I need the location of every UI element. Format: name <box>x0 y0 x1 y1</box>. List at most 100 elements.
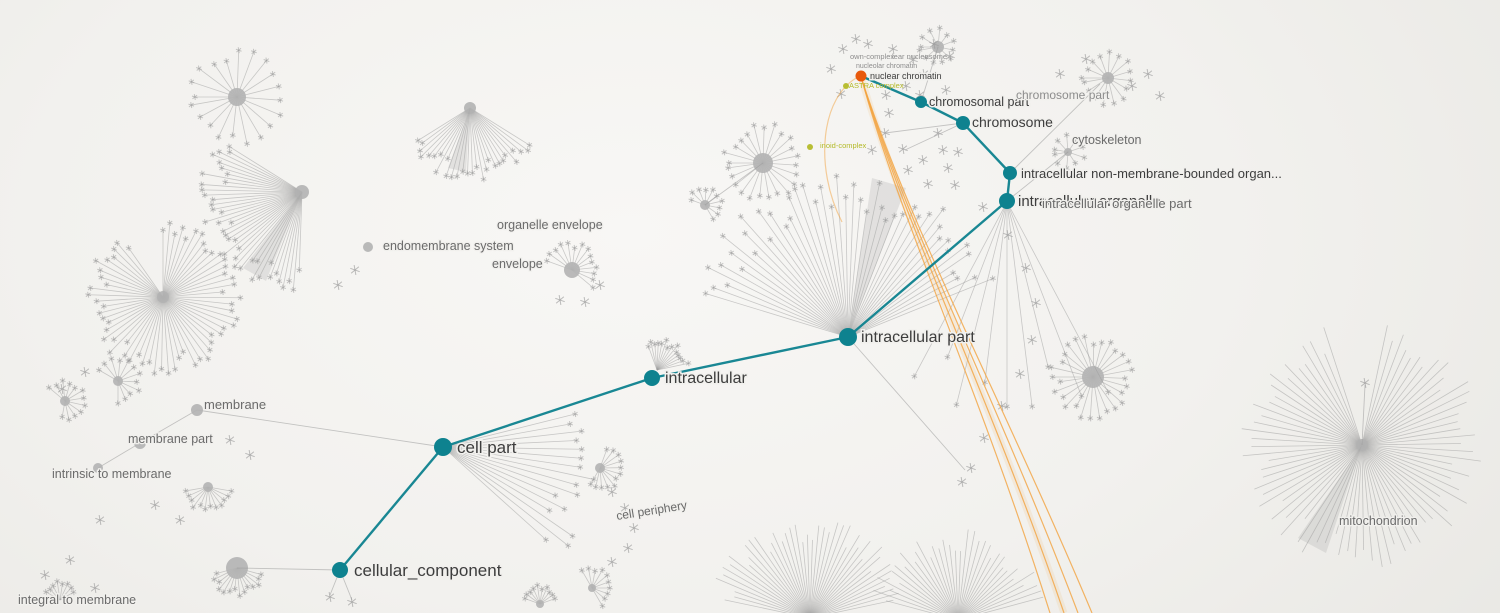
star-arm <box>1086 88 1092 93</box>
term-label[interactable]: endomembrane system <box>382 238 515 255</box>
fan-tip-star <box>919 34 926 41</box>
fan-spoke <box>1271 444 1363 520</box>
node-label-chromosome[interactable]: chromosome <box>971 113 1055 132</box>
node-label-intracellular-organelle[interactable]: intracellular organelle <box>1017 192 1163 212</box>
leaf-node-star <box>580 296 590 308</box>
graph-hub-node[interactable] <box>134 437 146 449</box>
fan-spoke <box>162 296 232 312</box>
graph-node-intracellular-non-membrane-bounded-organelle[interactable] <box>1003 166 1017 180</box>
graph-node-intracellular-organelle[interactable] <box>999 193 1015 209</box>
node-label-nuclear-chromatin[interactable]: nuclear chromatin <box>869 70 944 83</box>
node-label-chromosomal-part[interactable]: chromosomal part <box>928 94 1032 111</box>
term-label[interactable]: envelope <box>491 256 544 273</box>
star-arm <box>945 238 951 243</box>
graph-node-chromosome[interactable] <box>956 116 970 130</box>
fan-hub-node[interactable] <box>113 376 123 386</box>
fan-hub-node[interactable] <box>536 600 544 608</box>
star-arm <box>1123 86 1129 91</box>
fan-tip-star <box>1049 373 1056 381</box>
fan-tip-star <box>43 588 50 595</box>
node-label-intracellular-non-membrane-bounded-organelle[interactable]: intracellular non-membrane-bounded organ… <box>1020 165 1284 183</box>
tiny-term-label[interactable]: nucleolar chromatin <box>856 63 917 70</box>
node-label-intracellular[interactable]: intracellular <box>664 369 749 389</box>
star-arm <box>1049 374 1056 380</box>
star-arm <box>1072 160 1078 166</box>
fan-hub-node[interactable] <box>588 584 596 592</box>
term-label[interactable]: membrane <box>203 396 268 414</box>
fan-hub-node[interactable] <box>1102 72 1114 84</box>
star-arm <box>953 148 963 156</box>
fan-hub-node[interactable] <box>564 262 580 278</box>
fan-tip-star <box>165 370 172 377</box>
star-arm <box>591 477 597 482</box>
graph-hub-node[interactable] <box>93 463 103 473</box>
star-arm <box>87 285 93 291</box>
fan-spoke <box>162 243 204 298</box>
fan-hub-node[interactable] <box>295 185 309 199</box>
tiny-term-label[interactable]: ASTRA complex <box>849 81 904 90</box>
graph-node-nuclear-chromatin[interactable] <box>855 70 867 82</box>
node-label-cellular_component[interactable]: cellular_component <box>353 560 504 582</box>
node-label-intracellular-part[interactable]: intracellular part <box>860 328 977 348</box>
graph-node-chromosomal-part[interactable] <box>915 96 927 108</box>
fan-spoke <box>847 272 954 338</box>
accent-node[interactable] <box>843 83 849 89</box>
fan-tip-star <box>564 239 571 247</box>
term-label[interactable]: cell periphery <box>614 497 689 524</box>
star-arm <box>1073 403 1079 409</box>
accent-node[interactable] <box>807 144 813 150</box>
tiny-term-label[interactable]: lear nucleosome <box>892 52 947 61</box>
tiny-term-label[interactable]: inoid-complex <box>820 141 867 150</box>
fan-spoke <box>786 226 849 338</box>
fan-tip-star <box>604 590 611 597</box>
fan-spoke <box>968 571 1035 613</box>
fan-spoke <box>960 545 991 613</box>
graph-node-cellular_component[interactable] <box>332 562 348 578</box>
star-arm <box>492 163 498 169</box>
node-label-cell-part[interactable]: cell part <box>456 437 519 459</box>
star-arm <box>733 182 739 188</box>
star-arm <box>180 349 186 355</box>
fan-tip-star <box>1092 94 1099 101</box>
tiny-term-label[interactable]: own-complex <box>850 52 894 61</box>
fan-tip-star <box>277 112 284 119</box>
term-label[interactable]: mitochondrion <box>1338 513 1419 530</box>
star-arm <box>607 558 617 566</box>
fan-tip-star <box>716 204 723 211</box>
term-label[interactable]: integral to membrane <box>17 592 138 609</box>
fan-hub-node[interactable] <box>1082 366 1104 388</box>
fan-hub-node[interactable] <box>228 88 246 106</box>
term-label[interactable]: organelle envelope <box>496 217 604 234</box>
leaf-node-star <box>555 294 565 306</box>
graph-hub-node[interactable] <box>191 404 203 416</box>
term-label[interactable]: intracellular organelle part <box>1041 195 1193 213</box>
fan-spoke <box>1261 444 1363 470</box>
term-label[interactable]: chromosome part <box>1015 87 1112 104</box>
fan-tip-star <box>1079 143 1086 150</box>
leaf-node-star <box>941 84 951 96</box>
graph-node-intracellular-part[interactable] <box>839 328 857 346</box>
graph-node-cell-part[interactable] <box>434 438 452 456</box>
fan-spoke <box>771 542 808 613</box>
fan-hub-node[interactable] <box>595 463 605 473</box>
term-label[interactable]: membrane part <box>127 431 215 448</box>
fan-spoke <box>469 107 473 174</box>
fan-tip-star <box>166 219 173 227</box>
fan-spoke <box>964 570 1008 613</box>
fan-tip-star <box>218 209 225 216</box>
fan-hub-node[interactable] <box>60 396 70 406</box>
graph-node-intracellular[interactable] <box>644 370 660 386</box>
term-label[interactable]: intrinsic to membrane <box>51 466 173 483</box>
fan-hub-node[interactable] <box>203 482 213 492</box>
fan-hub-node[interactable] <box>157 291 169 303</box>
fan-hub-node[interactable] <box>464 102 476 114</box>
term-label[interactable]: cytoskeleton <box>1071 132 1143 149</box>
star-arm <box>772 121 778 127</box>
star-arm <box>464 171 471 176</box>
fan-spoke <box>442 446 573 537</box>
fan-tip-star <box>1051 146 1058 153</box>
graph-hub-node[interactable] <box>363 242 373 252</box>
fan-spoke <box>1361 434 1475 446</box>
